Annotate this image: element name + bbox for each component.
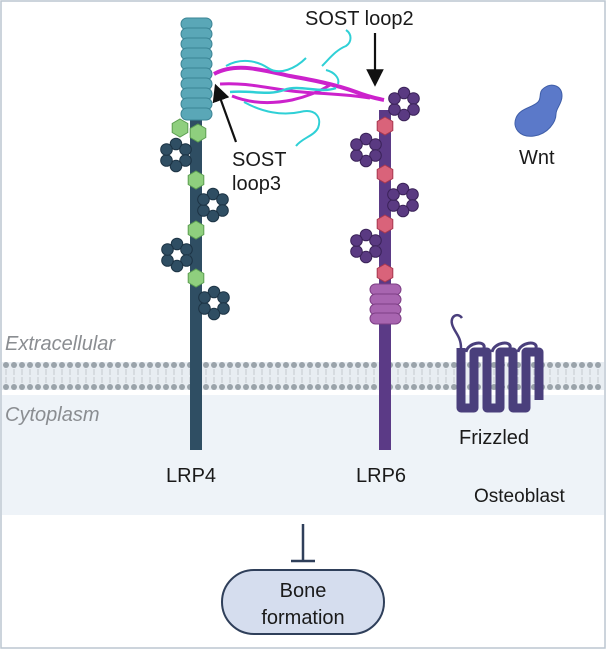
bone-formation-line1: Bone — [280, 580, 327, 602]
lrp6-egf-domain — [376, 263, 394, 283]
frizzled-label: Frizzled — [459, 427, 529, 449]
inhibition-arrow — [291, 524, 315, 563]
sost-loop2-label: SOST loop2 — [305, 8, 414, 30]
extracellular-label: Extracellular — [5, 333, 116, 355]
lrp4-egf-domain — [171, 118, 189, 138]
lrp6-egf-domain — [376, 214, 394, 234]
sost-protein — [213, 29, 385, 147]
lrp4-ldl-repeats — [180, 17, 213, 121]
lrp6-ldl-repeats — [369, 283, 402, 325]
sost-loop — [243, 101, 321, 147]
sost-loop — [325, 69, 340, 85]
bone-formation-line2: formation — [261, 607, 344, 629]
sost-loop3-label-line2: loop3 — [232, 173, 281, 195]
lrp6-label: LRP6 — [356, 465, 406, 487]
lrp4-label: LRP4 — [166, 465, 216, 487]
lrp4-egf-domain — [187, 220, 205, 240]
osteoblast-label: Osteoblast — [474, 486, 566, 507]
sost-loop — [321, 29, 352, 67]
lrp4-egf-domain — [187, 170, 205, 190]
lrp4-egf-domain — [187, 268, 205, 288]
cytoplasm-label: Cytoplasm — [5, 404, 99, 426]
lrp4-egf-domain — [189, 123, 207, 143]
cytoplasm-region — [2, 395, 604, 515]
sost-loop — [225, 57, 307, 73]
sost-beta-sheet — [219, 82, 371, 100]
sost-loop3-label-line1: SOST — [232, 149, 286, 171]
wnt-ligand — [514, 84, 563, 137]
sost-loop — [229, 86, 337, 94]
sost-loop3-arrow — [212, 83, 238, 143]
lrp6-egf-domain — [376, 164, 394, 184]
lrp6-egf-domain — [376, 116, 394, 136]
lrp6-receptor — [350, 86, 420, 450]
frizzled-receptor — [450, 313, 544, 413]
lrp4-receptor — [160, 17, 230, 450]
bone-formation-box — [221, 569, 385, 635]
wnt-label: Wnt — [519, 147, 555, 169]
